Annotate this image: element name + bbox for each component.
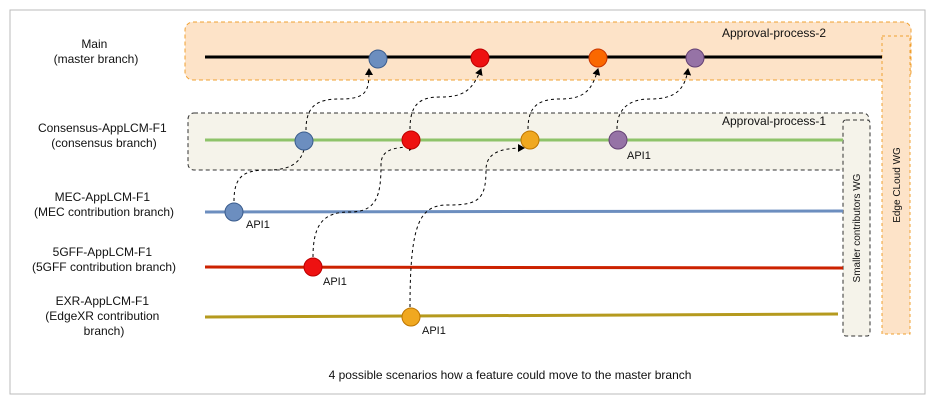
merge-arrows (233, 68, 692, 308)
approval-process-2-label: Approval-process-2 (722, 26, 826, 40)
mec-branch-line (204, 209, 844, 214)
fivegff-branch-label: 5GFF-AppLCM-F1 (5GFF contribution branch… (32, 245, 176, 274)
fivegff-commit-red (303, 257, 323, 277)
consensus-commit-purple (608, 130, 628, 150)
approval-process-2-region (184, 21, 912, 81)
api-label-mec: API1 (246, 219, 270, 231)
main-commit-purple (685, 48, 705, 68)
consensus-commit-orange (520, 130, 540, 150)
consensus-commit-blue (294, 131, 314, 151)
main-commit-blue (368, 49, 388, 69)
mec-commit-blue (224, 202, 244, 222)
diagram-caption: 4 possible scenarios how a feature could… (329, 368, 692, 382)
edge-cloud-wg-box (881, 35, 911, 335)
consensus-commit-red (401, 130, 421, 150)
edge-cloud-wg-label: Edge CLoud WG (892, 147, 903, 223)
merge-arrow-consensus-purple-to-main (616, 68, 692, 130)
fivegff-branch-line (204, 265, 844, 270)
approval-process-1-label: Approval-process-1 (722, 114, 826, 128)
merge-arrow-5gff-to-consensus (312, 143, 416, 258)
exr-branch-line (204, 312, 839, 319)
main-branch-label: Main (master branch) (54, 37, 139, 66)
merge-arrow-exr-to-consensus (409, 144, 525, 308)
mec-branch-label: MEC-AppLCM-F1 (MEC contribution branch) (34, 190, 174, 219)
merge-arrow-mec-to-consensus (233, 132, 310, 202)
main-commit-red (470, 48, 490, 68)
exr-commit-orange (401, 307, 421, 327)
merge-arrow-consensus-orange-to-main (527, 68, 601, 130)
smaller-contributors-wg-box (842, 119, 871, 337)
api-label-fivegff: API1 (323, 276, 347, 288)
consensus-branch-label: Consensus-AppLCM-F1 (consensus branch) (38, 121, 170, 150)
exr-branch-label: EXR-AppLCM-F1 (EdgeXR contribution branc… (45, 294, 162, 338)
api-label-consensus: API1 (627, 150, 651, 162)
main-commit-orange (588, 48, 608, 68)
api-label-exr: API1 (422, 325, 446, 337)
smaller-contributors-wg-label: Smaller contributors WG (852, 173, 863, 282)
